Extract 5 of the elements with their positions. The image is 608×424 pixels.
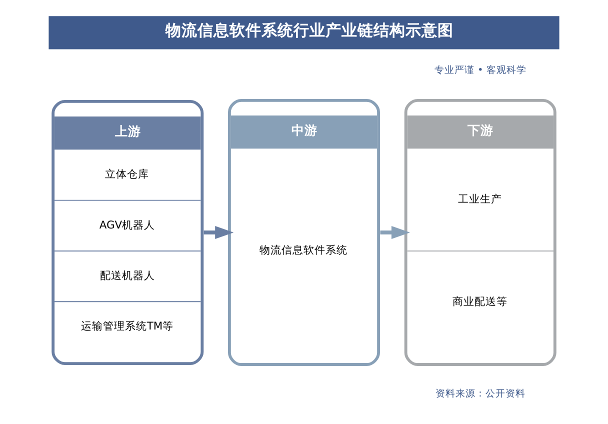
label: 资料来源：公开资料 [435,388,526,400]
arrow [380,226,410,239]
diagram-title: 物流信息软件系统行业产业链结构示意图 [166,21,454,40]
label: 专业严谨 • 客观科学 [434,65,526,76]
arrow [204,226,234,239]
